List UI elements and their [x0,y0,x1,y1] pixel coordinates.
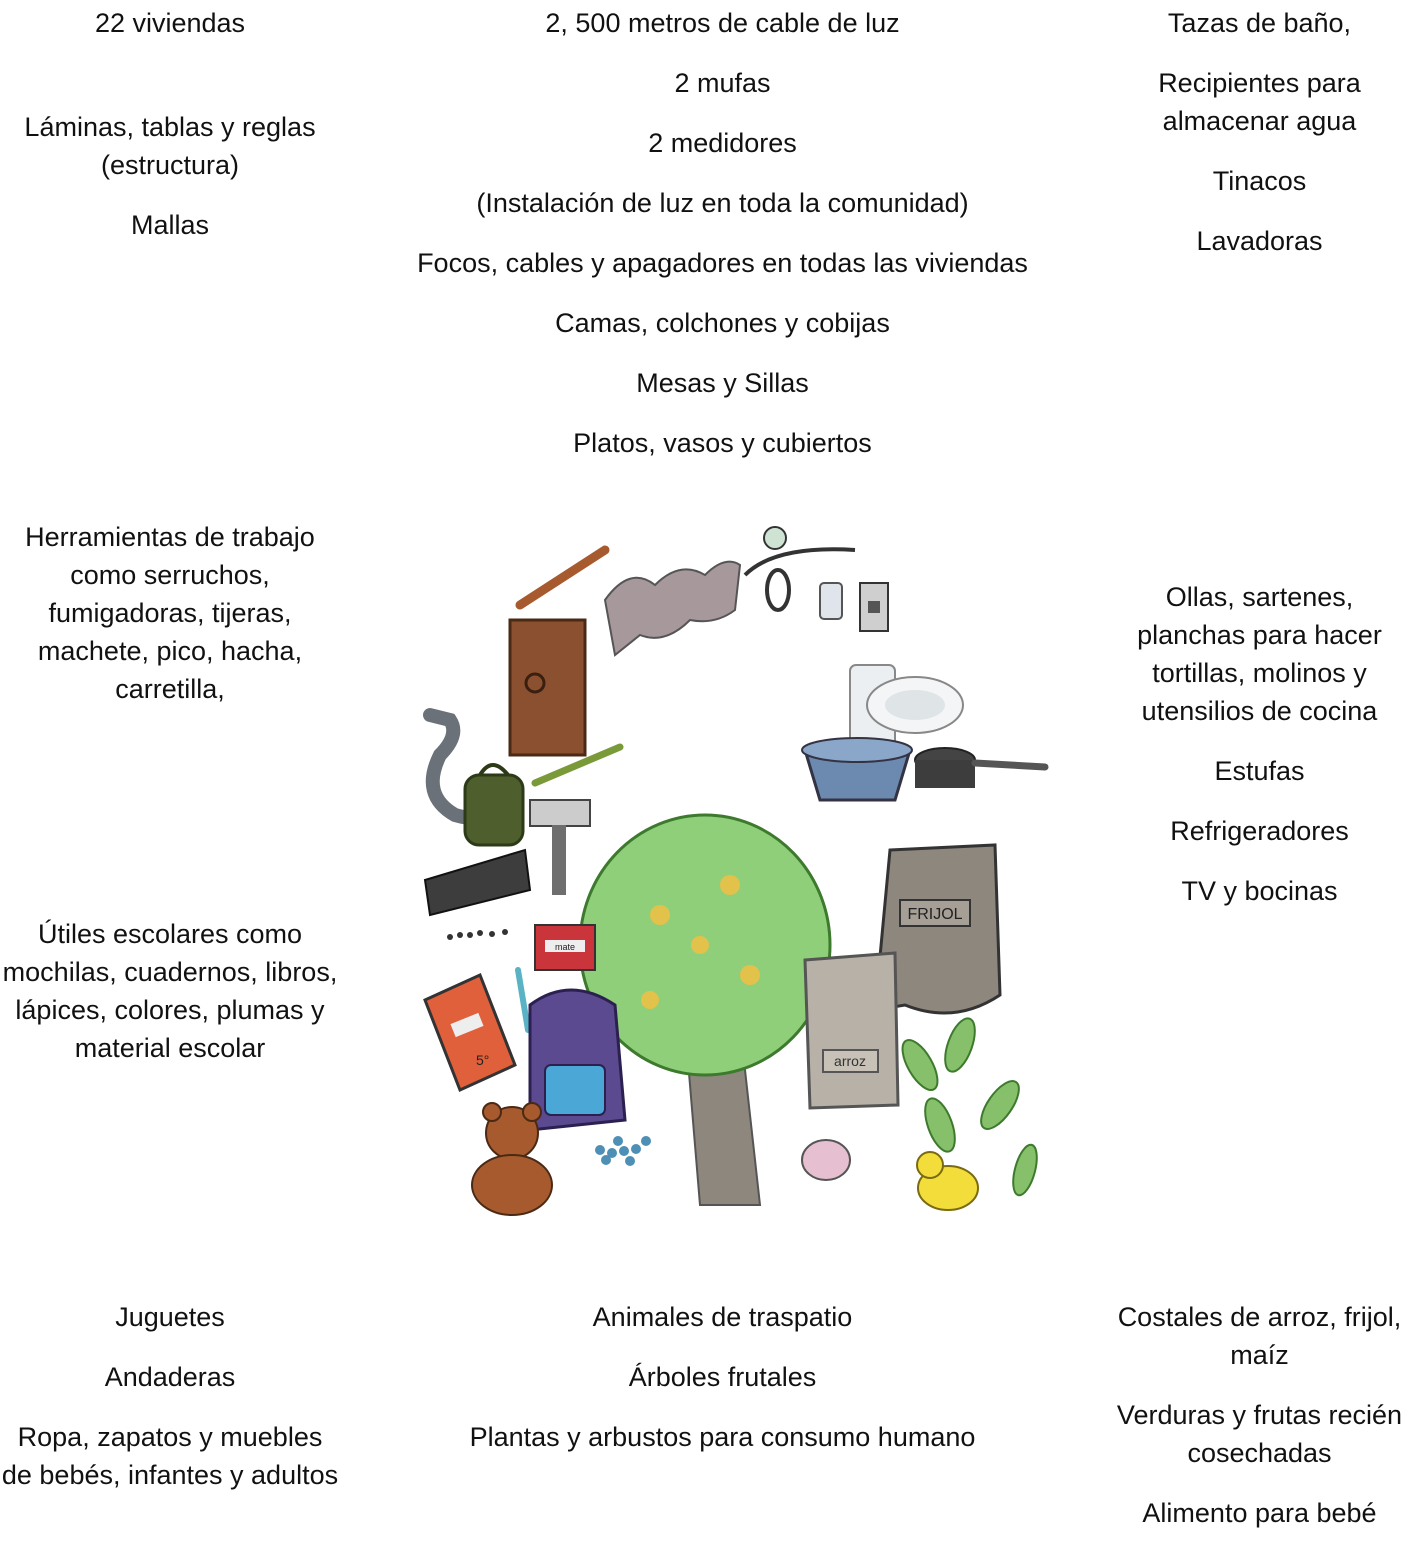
electric-cable-icon [743,526,889,632]
list-item: Láminas, tablas y reglas (estructura) [24,112,316,180]
list-item: 22 viviendas [94,8,246,38]
backpack-icon [528,988,627,1132]
list-bano-agua: Tazas de baño, Recipientes para almacena… [1110,4,1409,282]
teddy-bear-icon [471,1102,553,1216]
bean-sack-icon: FRIJOL [873,843,1002,1015]
list-item: Alimento para bebé [1142,1498,1377,1528]
wood-board-icon [508,618,587,757]
machete-icon [531,743,624,787]
list-item: Recipientes para almacenar agua [1158,68,1361,136]
seeds-icon [447,929,508,940]
saw-icon [423,848,532,917]
basin-icon [801,737,913,802]
list-item: 2 medidores [648,128,797,158]
list-item: Animales de traspatio [592,1302,853,1332]
pencil-icon [515,967,531,1033]
list-ropa-juguetes: Juguetes Andaderas Ropa, zapatos y muebl… [0,1298,340,1516]
list-item: Verduras y frutas recién cosechadas [1116,1400,1403,1468]
list-item: Juguetes [115,1302,225,1332]
list-vivienda: 22 viviendas Láminas, tablas y reglas (e… [0,4,340,266]
list-item: Costales de arroz, frijol, maíz [1117,1302,1402,1370]
toilet-icon [849,664,964,761]
list-cocina: Ollas, sartenes, planchas para hacer tor… [1110,578,1409,932]
pick-icon [529,799,591,895]
pan-icon [914,747,1049,788]
list-item: Mallas [130,210,210,240]
list-item: Focos, cables y apagadores en todas las … [417,248,1028,278]
rice-sack-label: arroz [834,1053,866,1069]
corrugated-sheet-icon [603,560,742,657]
list-electricidad-hogar: 2, 500 metros de cable de luz 2 mufas 2 … [380,4,1065,484]
chick-icon [916,1151,979,1211]
list-item: Lavadoras [1196,226,1323,256]
list-item: TV y bocinas [1181,876,1338,906]
list-herramientas: Herramientas de trabajo como serruchos, … [0,518,340,730]
notebook-label: mate [555,942,575,952]
list-item: Plantas y arbustos para consumo humano [469,1422,976,1452]
list-item: Camas, colchones y cobijas [555,308,890,338]
list-item: Platos, vasos y cubiertos [573,428,872,458]
bean-sack-label: FRIJOL [907,906,962,923]
list-item: Andaderas [104,1362,236,1392]
pig-icon [801,1139,851,1181]
list-alimentos: Costales de arroz, frijol, maíz Verduras… [1110,1298,1409,1554]
list-item: 2, 500 metros de cable de luz [545,8,900,38]
list-item: Tazas de baño, [1167,8,1352,38]
notebook-icon: mate [534,924,596,971]
list-item: 2 mufas [674,68,771,98]
list-item: Ollas, sartenes, planchas para hacer tor… [1137,582,1382,726]
donations-illustration: FRIJOL arroz mate 5° [423,526,1049,1216]
list-item: Ropa, zapatos y muebles de bebés, infant… [1,1422,339,1490]
marbles-icon [595,1136,651,1166]
list-item: Herramientas de trabajo como serruchos, … [25,522,315,704]
list-item: (Instalación de luz en toda la comunidad… [476,188,969,218]
list-utiles-escolares: Útiles escolares como mochilas, cuaderno… [0,915,340,1089]
fruit-tree-icon [578,813,832,1206]
list-item: Estufas [1214,756,1305,786]
rice-sack-icon: arroz [803,951,900,1110]
fumigator-icon [463,763,525,847]
plant-icon [901,1017,1038,1197]
list-animales-plantas: Animales de traspatio Árboles frutales P… [380,1298,1065,1478]
list-item: Útiles escolares como mochilas, cuaderno… [2,919,338,1063]
list-item: Árboles frutales [628,1362,817,1392]
book-icon: 5° [423,972,517,1093]
list-item: Refrigeradores [1170,816,1349,846]
book-label: 5° [476,1052,489,1068]
list-item: Tinacos [1212,166,1307,196]
list-item: Mesas y Sillas [636,368,809,398]
wood-stick-icon [515,545,610,610]
